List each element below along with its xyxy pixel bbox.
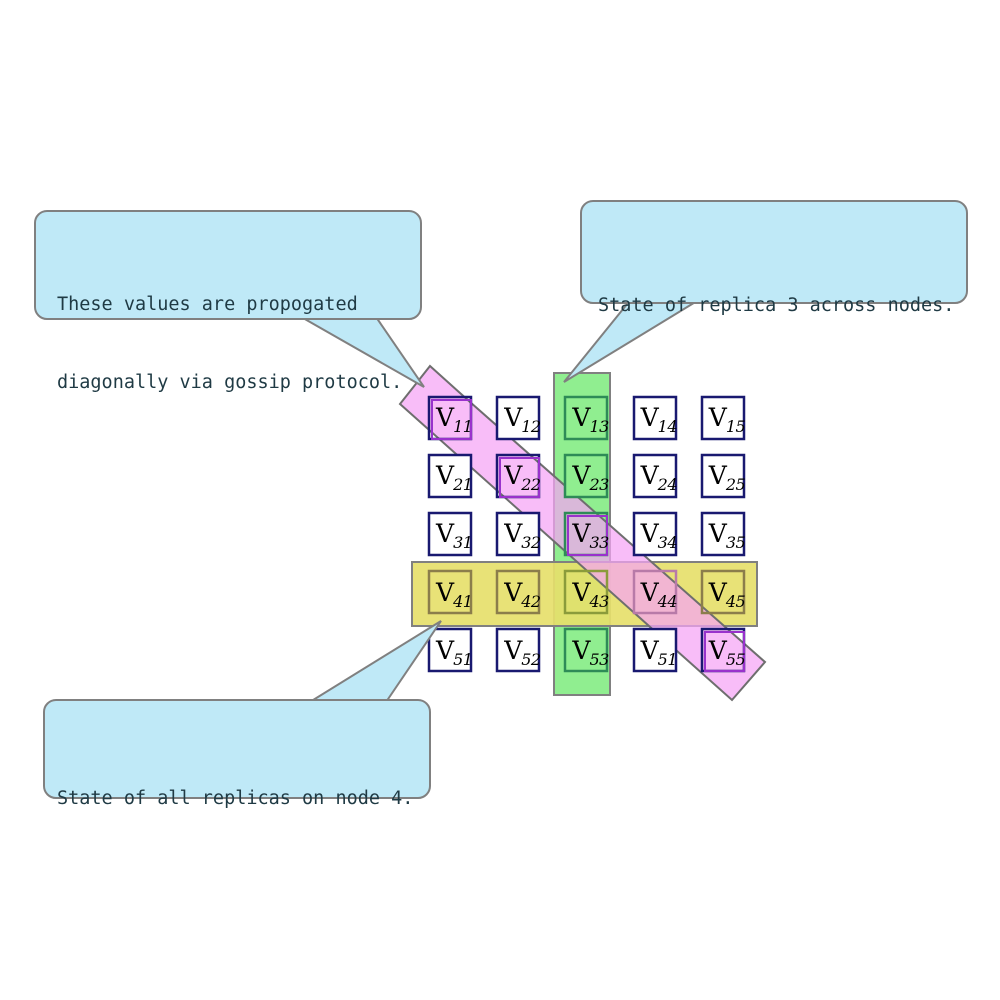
grid-cell-v51[interactable] [427,627,473,673]
grid-cell-v34[interactable] [632,511,678,557]
grid-cell-v43[interactable] [563,569,609,615]
grid-cell-v12[interactable] [495,395,541,441]
grid-cell-v32[interactable] [495,511,541,557]
grid-cell-v24[interactable] [632,453,678,499]
callout-node-4-tail [301,620,442,706]
grid-cell-v45[interactable] [700,569,746,615]
callout-node-4-box[interactable] [43,699,431,799]
callout-gossip-box[interactable] [34,210,422,320]
grid-cell-v42[interactable] [495,569,541,615]
callout-gossip-text: These values are propogated diagonally v… [57,240,417,448]
grid-cell-v52[interactable] [495,627,541,673]
callout-replica-3-text: State of replica 3 across nodes. [598,241,968,371]
grid-cell-v54[interactable] [632,627,678,673]
callout-gossip-line-2: diagonally via gossip protocol. [57,372,403,393]
callout-gossip-line-1: These values are propogated [57,294,358,315]
callout-node-4-line-1: State of all replicas on node 4. [57,788,414,809]
grid-cell-v31[interactable] [427,511,473,557]
callout-node-4-text: State of all replicas on node 4. [57,734,427,864]
grid-cell-v15[interactable] [700,395,746,441]
grid-cell-v44[interactable] [632,569,678,615]
grid-cell-v53[interactable] [563,627,609,673]
grid-cell-v22-highlight [499,457,540,498]
grid-cell-v14[interactable] [632,395,678,441]
callout-replica-3-line-1: State of replica 3 across nodes. [598,295,955,316]
grid-cell-v23[interactable] [563,453,609,499]
grid-cell-v11-highlight [431,399,472,440]
grid-cell-v21[interactable] [427,453,473,499]
replica-state-grid [427,395,746,673]
grid-cell-v55-highlight [704,631,745,672]
grid-cell-v25[interactable] [700,453,746,499]
grid-cell-v41[interactable] [427,569,473,615]
grid-cell-v13[interactable] [563,395,609,441]
grid-cell-v35[interactable] [700,511,746,557]
callout-replica-3-box[interactable] [580,200,968,304]
grid-cell-v33-highlight [567,515,608,556]
grid-cell-v11[interactable] [427,395,473,441]
